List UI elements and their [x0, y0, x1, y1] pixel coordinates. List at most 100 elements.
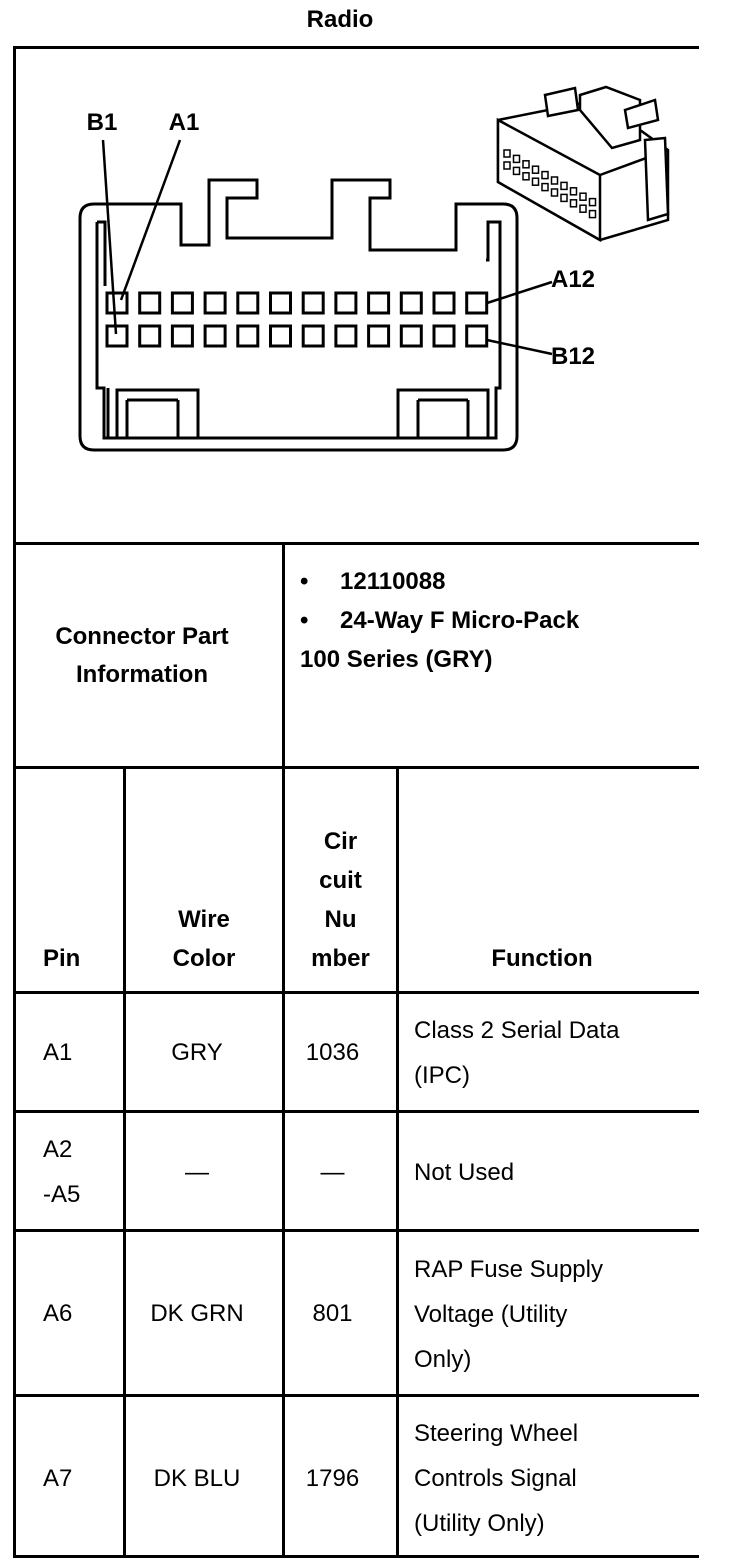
function-line: Only): [414, 1346, 472, 1373]
column-divider: [396, 766, 399, 1558]
pictogram-cavity: [522, 172, 530, 181]
pictogram-cavity: [512, 154, 521, 164]
connector-part-label-line: Information: [76, 661, 208, 688]
connector-cavity: [367, 324, 391, 348]
connector-cavity: [334, 291, 358, 315]
pin-label-a1: A1: [169, 109, 200, 136]
bullet: •: [300, 568, 309, 595]
divider: [13, 1110, 699, 1113]
cell-pin: A2 -A5: [43, 1127, 80, 1217]
header-circuit-line: Nu: [324, 906, 357, 933]
pictogram-cavity: [588, 209, 597, 219]
connector-cavity: [399, 291, 423, 315]
pictogram-cavity: [531, 165, 540, 174]
cell-wire-color: —: [185, 1159, 209, 1186]
connector-cavity: [236, 324, 260, 348]
connector-cavity: [301, 324, 325, 348]
connector-part-label: Connector Part Information: [16, 618, 268, 694]
cell-wire-color: DK BLU: [153, 1465, 241, 1492]
cell-function: RAP Fuse Supply Voltage (Utility Only): [414, 1247, 603, 1382]
function-line: Steering Wheel: [414, 1420, 579, 1447]
pictogram-cavity: [588, 197, 597, 207]
pictogram-cavity: [569, 187, 578, 196]
header-circuit-number: Cir cuit Nu mber: [285, 822, 396, 978]
function-line: Voltage (Utility: [414, 1301, 568, 1328]
pictogram-cavity: [579, 192, 587, 201]
connector-cavity: [432, 324, 456, 348]
connector-description: 24-Way F Micro-Pack: [340, 607, 580, 634]
pictogram-cavity: [579, 204, 587, 213]
divider: [13, 1229, 699, 1232]
pictogram-cavity: [503, 149, 511, 158]
column-divider: [282, 542, 285, 1558]
divider: [13, 1394, 699, 1397]
pin-label-a12: A12: [551, 266, 595, 293]
header-circuit-line: Cir: [323, 828, 358, 855]
cell-wire-color: GRY: [171, 1039, 223, 1066]
connector-cavity: [367, 291, 391, 315]
cell-circuit: 1796: [305, 1465, 360, 1492]
cell-circuit: —: [320, 1159, 345, 1186]
cell-circuit: 801: [312, 1300, 353, 1327]
pictogram-cavity: [512, 166, 521, 176]
cell-function: Steering Wheel Controls Signal (Utility …: [414, 1411, 578, 1546]
connector-part-label-line: Connector Part: [55, 623, 229, 650]
header-circuit-line: mber: [311, 945, 370, 972]
connector-cavity: [432, 291, 456, 315]
pictogram-cavity: [503, 161, 511, 170]
pictogram-cavity: [550, 176, 559, 185]
divider: [13, 766, 699, 769]
cell-circuit: 1036: [305, 1039, 360, 1066]
connector-cavity: [170, 291, 194, 315]
connector-table-frame: [13, 46, 699, 1558]
cell-function: Not Used: [414, 1159, 515, 1186]
pin-line: -A5: [43, 1181, 81, 1208]
page-title: Radio: [306, 6, 374, 33]
cell-wire-color: DK GRN: [150, 1300, 244, 1327]
function-line: RAP Fuse Supply: [414, 1256, 603, 1283]
pictogram-cavity: [541, 170, 549, 180]
function-line: Class 2 Serial Data: [414, 1017, 620, 1044]
pictogram-cavity: [569, 199, 578, 208]
cell-pin: A1: [43, 1039, 73, 1066]
connector-cavity: [105, 324, 129, 348]
part-number-row: • 12110088: [300, 562, 579, 601]
function-line: Controls Signal: [414, 1465, 577, 1492]
connector-cavity: [138, 291, 162, 315]
connector-cavity: [170, 324, 194, 348]
pin-line: A2: [43, 1136, 73, 1163]
cell-pin: A7: [43, 1465, 73, 1492]
connector-series: 100 Series (GRY): [300, 646, 493, 673]
connector-cavity: [399, 324, 423, 348]
connector-cavity: [203, 324, 227, 348]
pictogram-cavity: [522, 160, 530, 169]
header-wire-color-line: Wire: [178, 906, 230, 933]
connector-cavity: [465, 291, 489, 315]
connector-cavity: [269, 291, 292, 315]
header-circuit-line: cuit: [319, 867, 362, 894]
function-line: (IPC): [414, 1062, 470, 1089]
cell-pin: A6: [43, 1300, 73, 1327]
pictogram-cavity: [531, 177, 540, 186]
header-pin: Pin: [43, 945, 81, 972]
connector-cavity: [203, 291, 227, 315]
pictogram-cavity: [541, 182, 549, 192]
pin-label-b12: B12: [551, 343, 595, 370]
connector-cavity: [465, 324, 489, 348]
pictogram-cavity: [550, 188, 559, 197]
column-divider: [123, 766, 126, 1558]
connector-cavity: [301, 291, 325, 315]
pictogram-cavity: [560, 181, 568, 191]
connector-cavity: [105, 291, 129, 315]
description-row: •24-Way F Micro-Pack: [300, 601, 579, 640]
divider: [13, 542, 699, 545]
connector-part-info: • 12110088 •24-Way F Micro-Pack 100 Serie…: [300, 562, 579, 679]
header-wire-color: Wire Color: [126, 900, 282, 978]
pin-label-b1: B1: [87, 109, 118, 136]
connector-cavity: [269, 324, 292, 348]
pictogram-cavity: [560, 193, 568, 203]
connector-cavity: [138, 324, 162, 348]
part-number: 12110088: [340, 568, 446, 595]
connector-cavity: [236, 291, 260, 315]
header-function: Function: [491, 945, 593, 972]
